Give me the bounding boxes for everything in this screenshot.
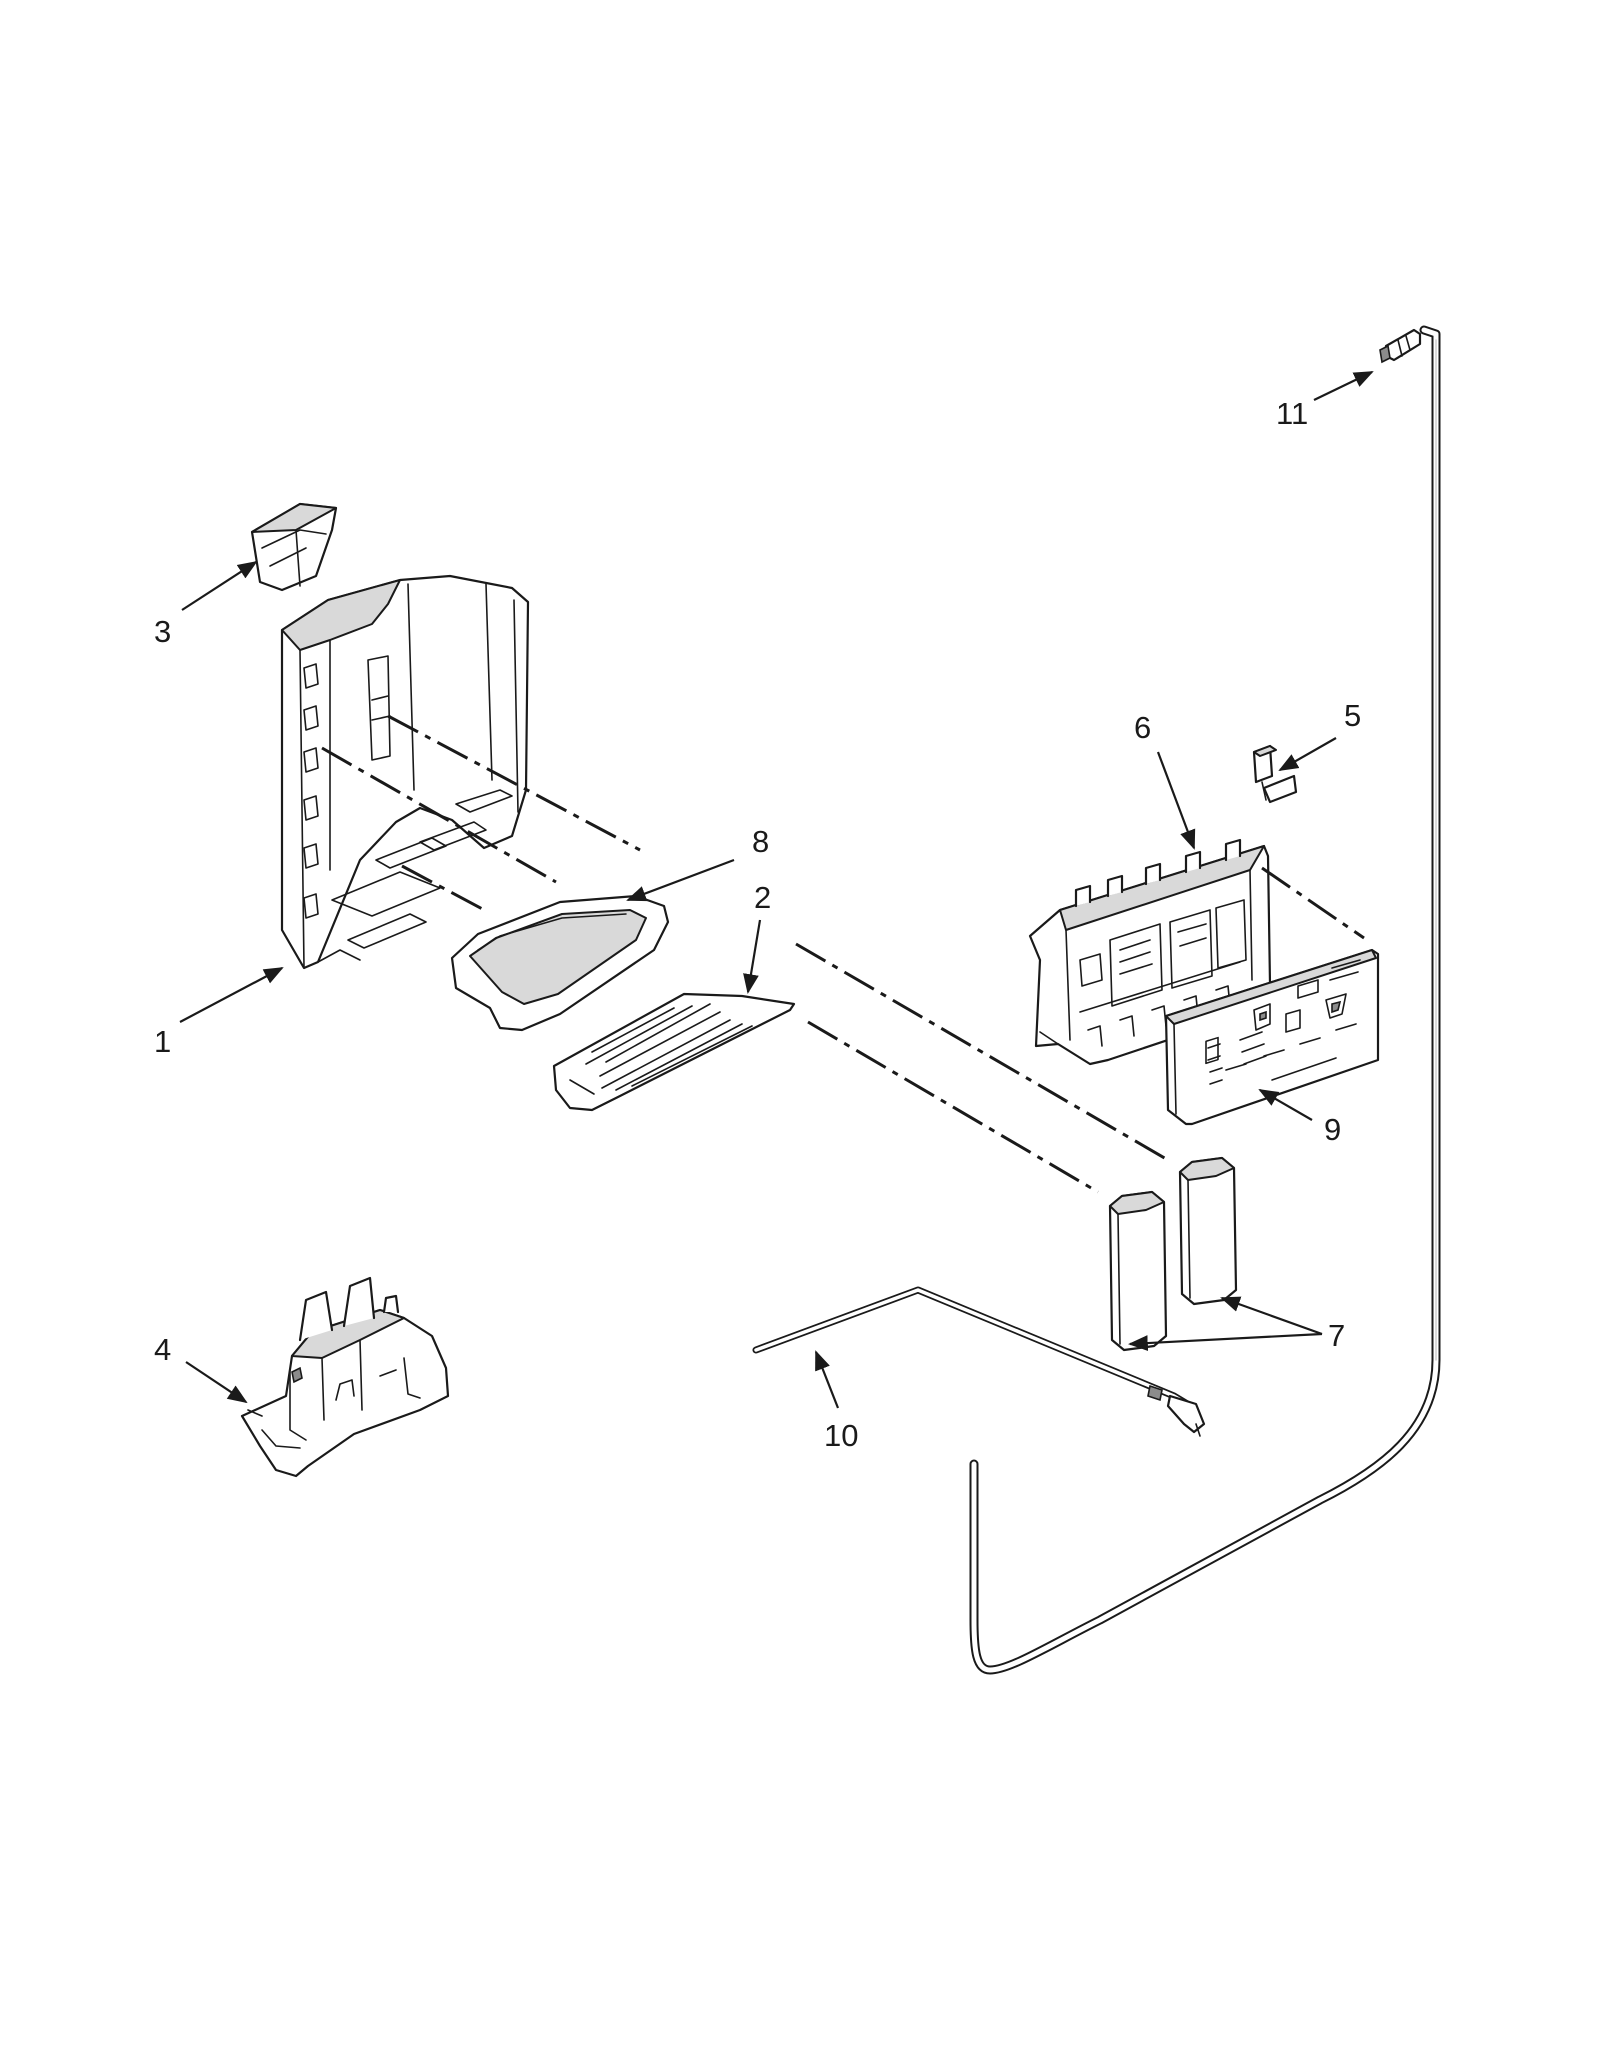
alignment-line-housing-middle — [321, 746, 557, 884]
leader-arrow-4 — [185, 1361, 248, 1404]
part-11-tube — [969, 325, 1441, 1675]
callout-labels: 1 2 3 4 5 6 7 8 9 10 11 — [154, 396, 1361, 1453]
part-5-connector — [1252, 744, 1298, 804]
callout-3: 3 — [154, 614, 171, 649]
part-3-cup — [250, 502, 338, 592]
leader-arrows — [179, 371, 1374, 1409]
leader-arrow-8 — [626, 858, 735, 902]
leader-arrow-6 — [1156, 751, 1196, 850]
callout-10: 10 — [824, 1418, 858, 1453]
alignment-lines — [321, 714, 1365, 1194]
leader-arrow-9 — [1258, 1089, 1313, 1121]
leader-arrow-7a — [1128, 1332, 1323, 1351]
part-1-housing — [280, 574, 530, 970]
alignment-line-paddle-left — [807, 1020, 1099, 1194]
callout-2: 2 — [754, 880, 771, 915]
part-2-grille — [552, 992, 796, 1112]
callout-9: 9 — [1324, 1112, 1341, 1147]
callout-6: 6 — [1134, 710, 1151, 745]
callout-5: 5 — [1344, 698, 1361, 733]
part-7-paddles — [1108, 1156, 1238, 1352]
leader-arrow-11 — [1313, 371, 1374, 401]
leader-arrow-1 — [179, 967, 284, 1023]
leader-arrow-2 — [743, 919, 762, 994]
part-8-tray — [450, 894, 670, 1032]
callout-11: 11 — [1276, 396, 1308, 431]
leader-arrow-7b — [1220, 1296, 1323, 1336]
part-4-module — [240, 1276, 450, 1478]
alignment-line-housing-upper — [387, 714, 641, 852]
part-10-rod — [752, 1286, 1206, 1437]
alignment-line-paddle-right — [795, 942, 1169, 1162]
leader-arrow-10 — [814, 1350, 840, 1409]
part-9-faceplate — [1164, 948, 1380, 1126]
callout-1: 1 — [154, 1024, 171, 1059]
leader-arrow-3 — [181, 560, 258, 611]
alignment-line-bracket — [1261, 866, 1365, 940]
callout-7: 7 — [1328, 1318, 1345, 1353]
callout-8: 8 — [752, 824, 769, 859]
alignment-line-housing-lower — [401, 864, 489, 914]
leader-arrow-5 — [1278, 737, 1337, 771]
callout-4: 4 — [154, 1332, 171, 1367]
